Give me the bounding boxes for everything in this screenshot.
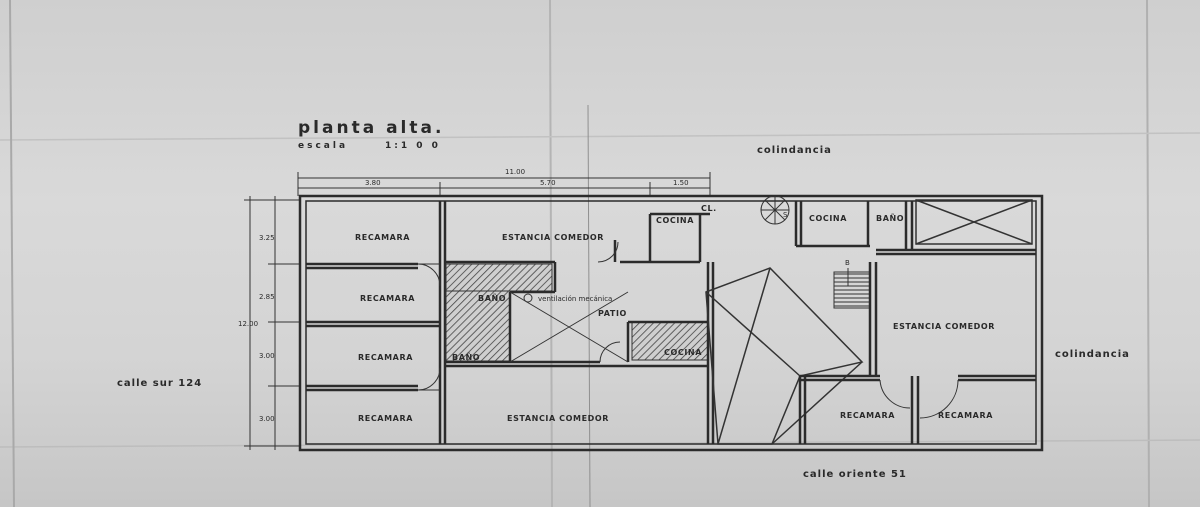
room-label-estancia-1: ESTANCIA COMEDOR <box>502 233 604 242</box>
fold-line <box>587 104 591 507</box>
fold-line <box>1146 0 1150 507</box>
room-label-estancia-3: ESTANCIA COMEDOR <box>893 322 995 331</box>
bano-hatch-2 <box>445 290 511 362</box>
dim-height-3: 3.00 <box>259 352 275 360</box>
fold-line <box>549 0 553 507</box>
spiral-stair-mark: S <box>783 211 788 219</box>
room-label-cocina-2: COCINA <box>809 214 847 223</box>
spiral-stair <box>760 195 790 225</box>
room-label-recamara-3: RECAMARA <box>358 353 413 362</box>
room-label-bano-1: BAÑO <box>478 293 506 303</box>
top-dimensions <box>297 172 711 196</box>
scale-label: escala <box>298 141 348 151</box>
room-label-recamara-1: RECAMARA <box>355 233 410 242</box>
calle-sur-label: calle sur 124 <box>117 378 202 389</box>
stair-mark: B <box>845 259 850 267</box>
plan-title: planta alta. <box>298 118 444 138</box>
room-label-ventilacion: ventilación mecánica <box>538 295 612 303</box>
door-swings-right <box>879 379 959 419</box>
dim-height-2: 2.85 <box>259 293 275 301</box>
room-label-estancia-2: ESTANCIA COMEDOR <box>507 414 609 423</box>
right-side-walls <box>798 262 1036 444</box>
fold-line <box>0 132 1200 141</box>
room-label-recamara-6: RECAMARA <box>938 411 993 420</box>
fold-line <box>9 0 15 507</box>
vent-shaft <box>915 199 1033 245</box>
scale-value: 1:1 0 0 <box>385 141 441 151</box>
right-upper-walls <box>794 201 1036 256</box>
dim-width-1: 3.80 <box>365 179 381 187</box>
room-label-recamara-5: RECAMARA <box>840 411 895 420</box>
colindancia-right-label: colindancia <box>1055 349 1130 360</box>
room-label-bano-2: BAÑO <box>876 213 904 223</box>
left-bedroom-walls <box>306 201 447 444</box>
straight-stair <box>833 271 871 309</box>
room-label-recamara-4: RECAMARA <box>358 414 413 423</box>
dim-height-4: 3.00 <box>259 415 275 423</box>
vent-fan-icon <box>523 293 533 303</box>
dim-total-width: 11.00 <box>505 168 525 176</box>
dim-width-2: 5.70 <box>540 179 556 187</box>
room-label-cocina-3: COCINA <box>664 348 702 357</box>
room-label-patio: PATIO <box>598 309 627 318</box>
room-label-recamara-2: RECAMARA <box>360 294 415 303</box>
bano-hatch-1 <box>445 263 553 292</box>
center-walls <box>445 212 715 444</box>
door-swings-left <box>417 263 441 391</box>
dim-width-3: 1.50 <box>673 179 689 187</box>
room-label-bano-3: BAÑO <box>452 352 480 362</box>
left-dimensions <box>244 196 300 450</box>
door-swings-center <box>597 241 621 363</box>
calle-oriente-label: calle oriente 51 <box>803 469 907 480</box>
dim-total-height: 12.00 <box>238 320 258 328</box>
room-label-cocina-1: COCINA <box>656 216 694 225</box>
patio-void <box>509 291 629 363</box>
dim-height-1: 3.25 <box>259 234 275 242</box>
colindancia-top-label: colindancia <box>757 145 832 156</box>
room-label-closet: CL. <box>701 204 717 213</box>
